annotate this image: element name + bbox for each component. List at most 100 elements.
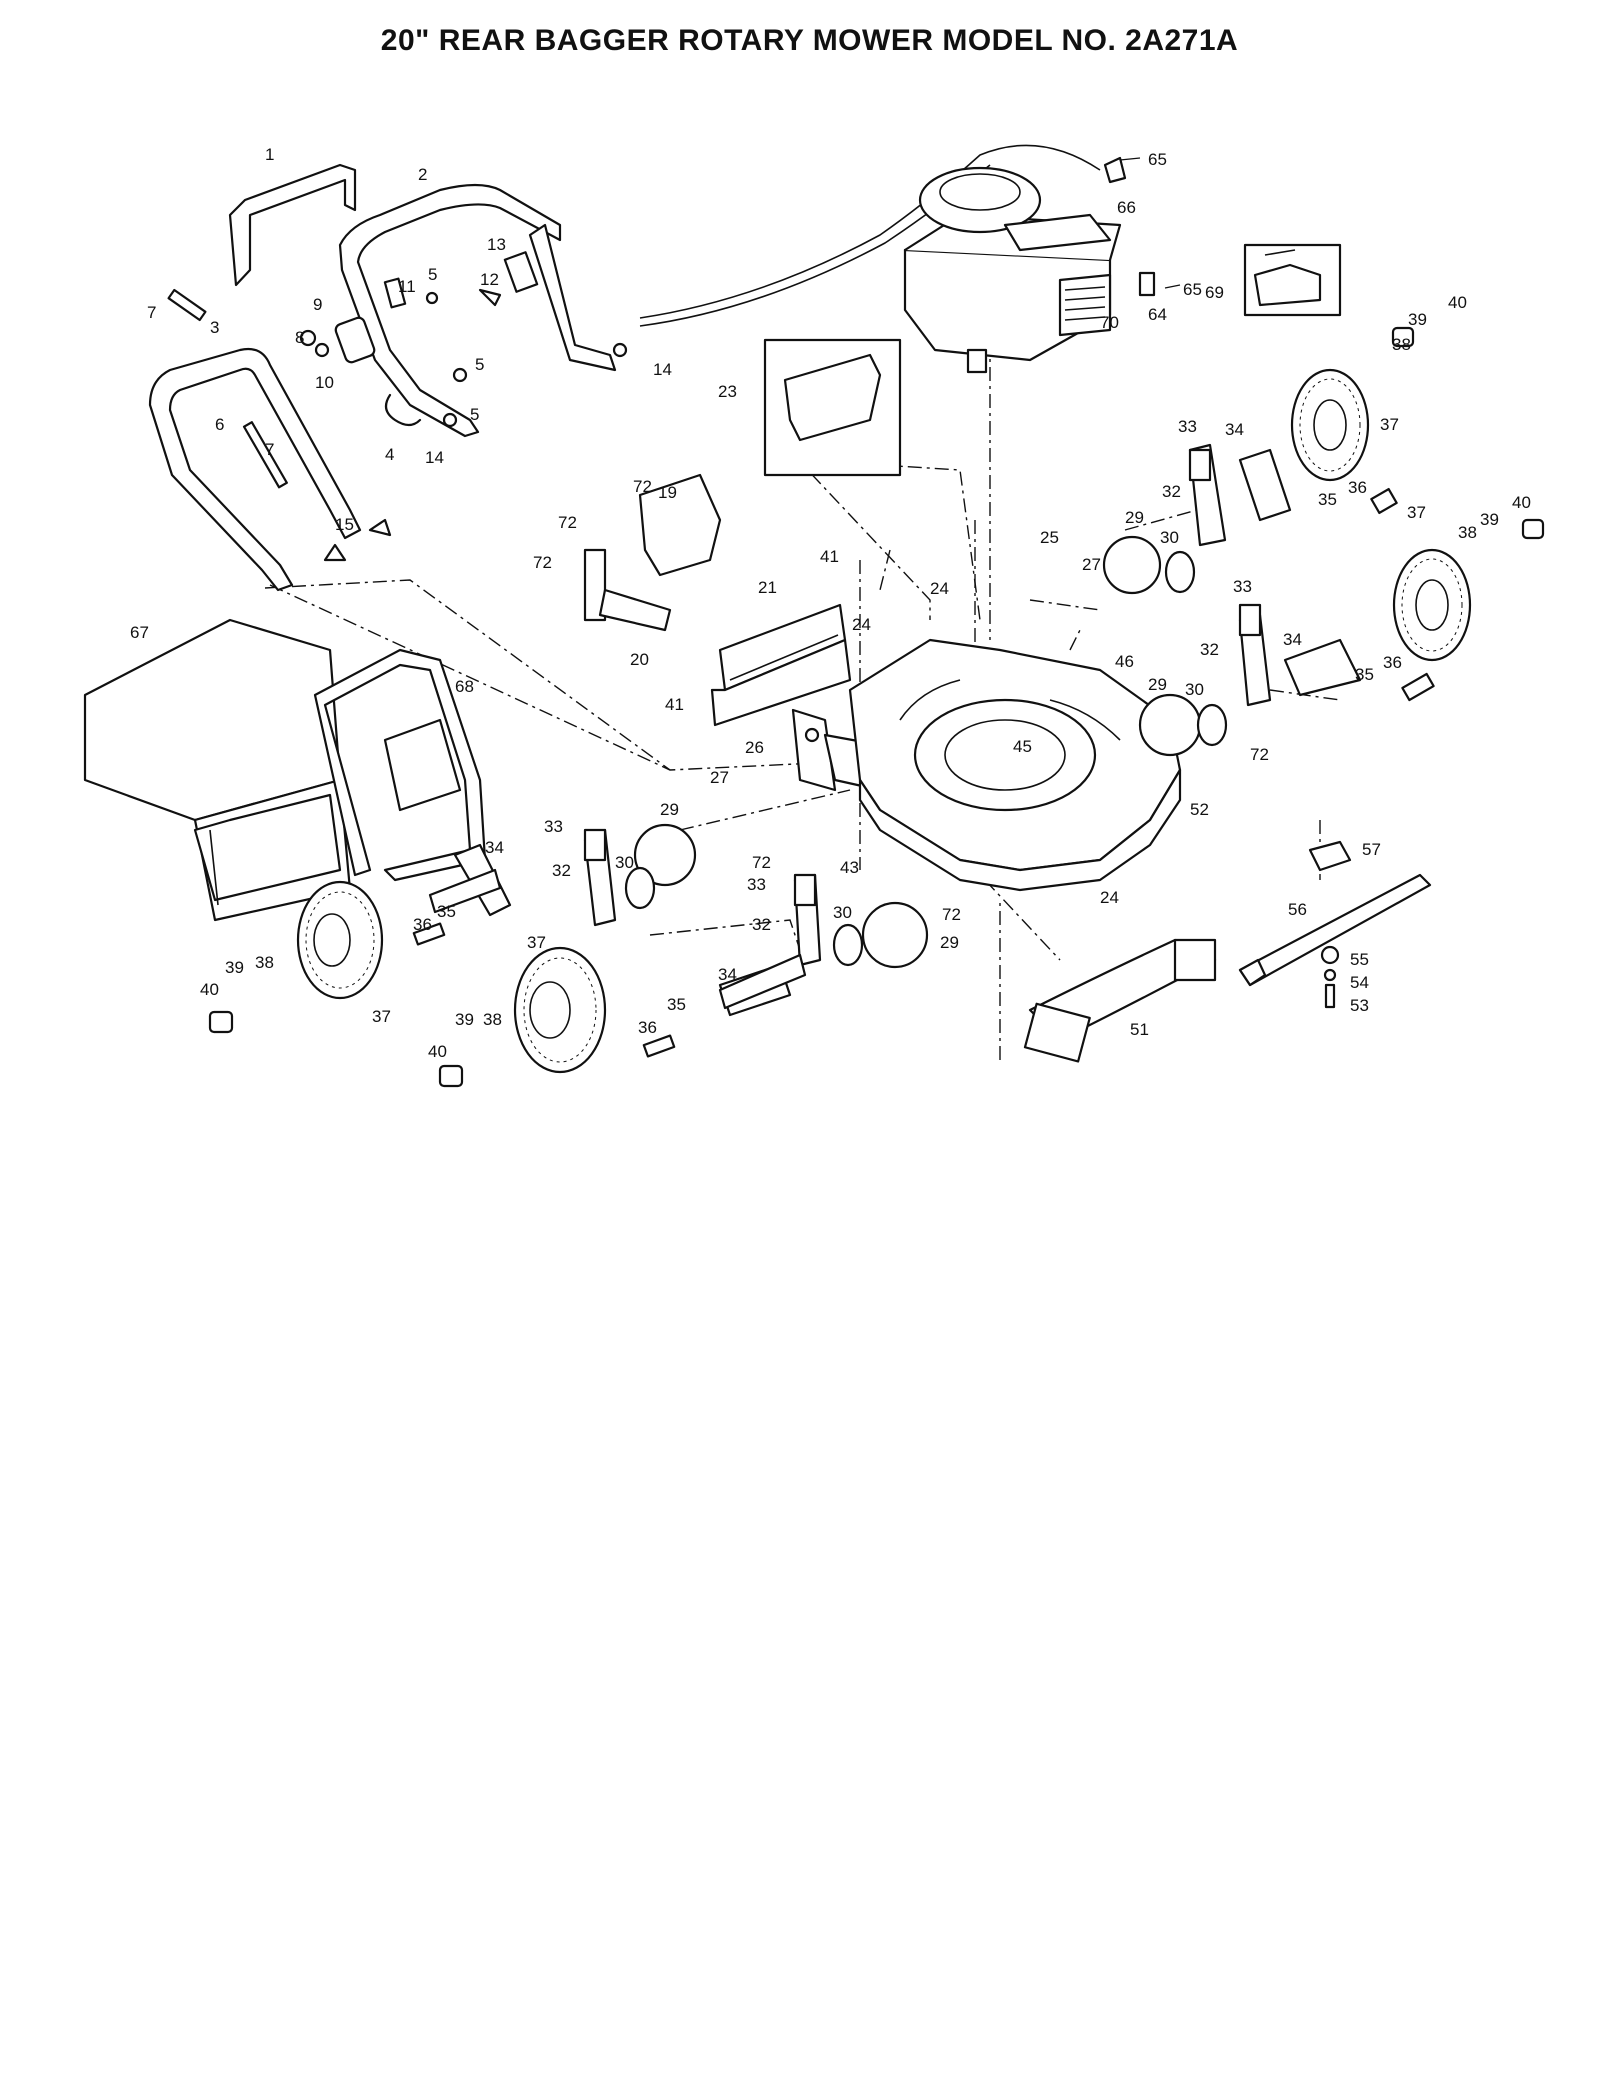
callout-40: 40 <box>1448 293 1467 312</box>
callout-36: 36 <box>413 915 432 934</box>
callout-72: 72 <box>633 477 652 496</box>
callout-38: 38 <box>1392 335 1411 354</box>
callout-33: 33 <box>544 817 563 836</box>
callout-27: 27 <box>710 768 729 787</box>
callout-40: 40 <box>1512 493 1531 512</box>
callout-34: 34 <box>1225 420 1244 439</box>
callout-34: 34 <box>718 965 737 984</box>
callout-34: 34 <box>1283 630 1302 649</box>
callout-36: 36 <box>1348 478 1367 497</box>
callout-35: 35 <box>437 902 456 921</box>
lower-handle-part-3 <box>148 347 362 592</box>
callout-15: 15 <box>335 515 354 534</box>
callout-20: 20 <box>630 650 649 669</box>
callout-21: 21 <box>758 578 777 597</box>
upper-handle-part-1 <box>228 163 357 287</box>
callout-37: 37 <box>527 933 546 952</box>
callout-24: 24 <box>852 615 871 634</box>
callout-29: 29 <box>1148 675 1167 694</box>
callout-7: 7 <box>265 440 274 459</box>
callout-37: 37 <box>1380 415 1399 434</box>
callout-24: 24 <box>930 579 949 598</box>
callout-38: 38 <box>1458 523 1477 542</box>
callout-69: 69 <box>1205 283 1224 302</box>
callout-52: 52 <box>1190 800 1209 819</box>
callout-35: 35 <box>1355 665 1374 684</box>
callout-7: 7 <box>147 303 156 322</box>
callout-72: 72 <box>1250 745 1269 764</box>
callout-37: 37 <box>372 1007 391 1026</box>
mower-deck-part-52 <box>848 638 1182 892</box>
wheel-rear-left <box>296 880 384 1000</box>
callout-14: 14 <box>653 360 672 379</box>
wheel-front-right <box>1392 548 1472 662</box>
callout-labels: 1 2 3 4 5 5 5 6 7 7 8 9 10 11 12 13 14 1… <box>130 145 1531 1061</box>
callout-39: 39 <box>225 958 244 977</box>
callout-39: 39 <box>455 1010 474 1029</box>
callout-23: 23 <box>718 382 737 401</box>
engine-hardware <box>1103 156 1181 297</box>
wheel-front-left <box>513 946 607 1074</box>
callout-32: 32 <box>752 915 771 934</box>
callout-72: 72 <box>558 513 577 532</box>
callout-33: 33 <box>1178 417 1197 436</box>
callout-66: 66 <box>1117 198 1136 217</box>
callout-19: 19 <box>658 483 677 502</box>
callout-8: 8 <box>295 328 304 347</box>
callout-72: 72 <box>533 553 552 572</box>
callout-30: 30 <box>1160 528 1179 547</box>
callout-30: 30 <box>615 853 634 872</box>
callout-54: 54 <box>1350 973 1369 992</box>
callout-1: 1 <box>265 145 274 164</box>
callout-34: 34 <box>485 838 504 857</box>
callout-13: 13 <box>487 235 506 254</box>
callout-41: 41 <box>820 547 839 566</box>
handle-part-2 <box>338 183 617 438</box>
diagram-title: 20" REAR BAGGER ROTARY MOWER MODEL NO. 2… <box>380 24 1239 57</box>
callout-25: 25 <box>1040 528 1059 547</box>
wheel-hardware <box>208 326 1545 1088</box>
part-51-skirt <box>1023 938 1217 1063</box>
callout-3: 3 <box>210 318 219 337</box>
callout-65: 65 <box>1183 280 1202 299</box>
callout-5: 5 <box>428 265 437 284</box>
callout-72: 72 <box>752 853 771 872</box>
callout-56: 56 <box>1288 900 1307 919</box>
callout-40: 40 <box>428 1042 447 1061</box>
callout-36: 36 <box>1383 653 1402 672</box>
callout-32: 32 <box>552 861 571 880</box>
callout-29: 29 <box>940 933 959 952</box>
callout-32: 32 <box>1162 482 1181 501</box>
callout-29: 29 <box>660 800 679 819</box>
callout-24: 24 <box>1100 888 1119 907</box>
callout-35: 35 <box>667 995 686 1014</box>
handle-hardware <box>167 251 628 562</box>
callout-39: 39 <box>1480 510 1499 529</box>
callout-26: 26 <box>745 738 764 757</box>
part-19-deflector <box>583 473 722 632</box>
callout-57: 57 <box>1362 840 1381 859</box>
callout-72: 72 <box>942 905 961 924</box>
callout-11: 11 <box>398 277 416 296</box>
callout-27: 27 <box>1082 555 1101 574</box>
callout-39: 39 <box>1408 310 1427 329</box>
callout-38: 38 <box>255 953 274 972</box>
grass-bag-part-67 <box>83 618 352 922</box>
callout-2: 2 <box>418 165 427 184</box>
callout-30: 30 <box>833 903 852 922</box>
part-69-box <box>1243 243 1342 317</box>
callout-36: 36 <box>638 1018 657 1037</box>
part-23-plate <box>763 338 902 477</box>
callout-6: 6 <box>215 415 224 434</box>
gear-plates <box>624 535 1228 969</box>
callout-9: 9 <box>313 295 322 314</box>
callout-64: 64 <box>1148 305 1167 324</box>
callout-33: 33 <box>1233 577 1252 596</box>
callout-35: 35 <box>1318 490 1337 509</box>
callout-30: 30 <box>1185 680 1204 699</box>
engine-part-70 <box>903 166 1122 374</box>
callout-46: 46 <box>1115 652 1134 671</box>
callout-55: 55 <box>1350 950 1369 969</box>
callout-5: 5 <box>470 405 479 424</box>
callout-70: 70 <box>1100 313 1119 332</box>
